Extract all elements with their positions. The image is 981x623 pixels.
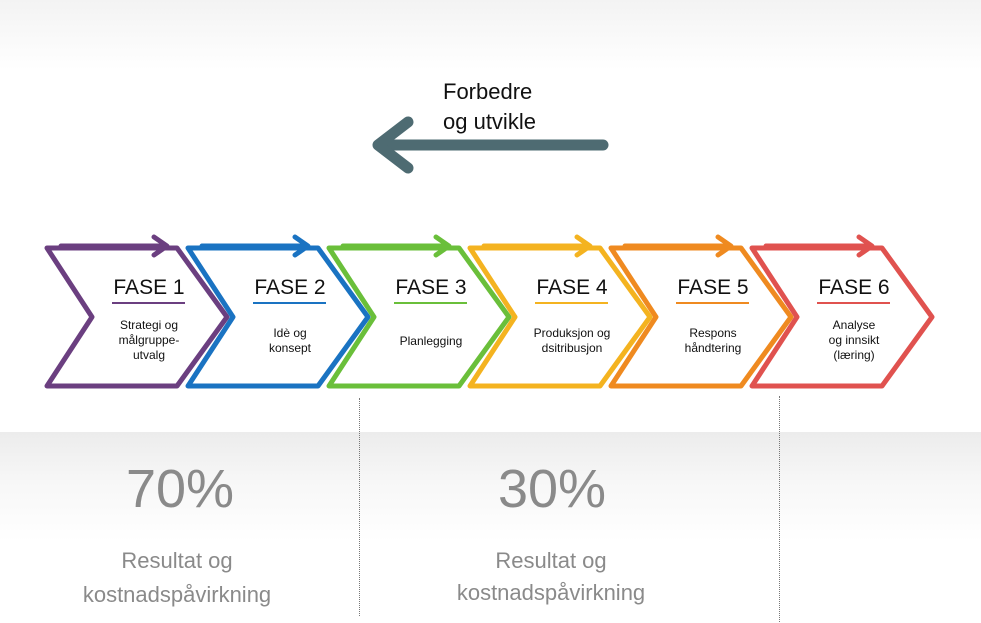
phase-2-title: FASE 2 bbox=[254, 276, 326, 299]
phase-1-description-line: Strategi og bbox=[119, 318, 179, 332]
left-percent: 70% bbox=[125, 459, 235, 519]
phase-4-title: FASE 4 bbox=[536, 276, 608, 299]
phase-6-arrow-icon bbox=[763, 234, 875, 258]
phase-1-title: FASE 1 bbox=[113, 276, 185, 299]
phase-4-description-line: Produksjon og bbox=[533, 326, 611, 340]
left-label-line2: kostnadspåvirkning bbox=[82, 582, 272, 607]
divider-line-right bbox=[779, 396, 780, 622]
phase-3-chevron bbox=[326, 234, 512, 389]
phase-5-chevron bbox=[608, 234, 794, 389]
phase-1-description-line: målgruppe- bbox=[118, 333, 180, 347]
phase-5-description-line: Respons bbox=[689, 326, 737, 340]
back-arrow-icon bbox=[372, 116, 609, 174]
bottom-background bbox=[0, 432, 981, 623]
right-label-line1: Resultat og bbox=[495, 548, 607, 573]
improve-label-line1: Forbedre bbox=[443, 79, 533, 104]
phase-2-arrow-icon bbox=[199, 234, 311, 258]
phase-5-title: FASE 5 bbox=[677, 276, 749, 299]
phase-3-title: FASE 3 bbox=[395, 276, 467, 299]
phase-6-description-line: og innsikt bbox=[828, 333, 880, 347]
phase-1-description-line: utvalg bbox=[132, 348, 166, 362]
divider-line-left bbox=[359, 398, 360, 616]
phase-4-chevron bbox=[467, 234, 653, 389]
phase-4-description-line: dsitribusjon bbox=[541, 341, 603, 355]
phase-5-arrow-icon bbox=[622, 234, 734, 258]
phase-2-description-line: konsept bbox=[268, 341, 312, 355]
improve-label-line2: og utvikle bbox=[443, 109, 536, 134]
left-label-line1: Resultat og bbox=[121, 548, 233, 573]
phase-2-description-line: Idè og bbox=[273, 326, 307, 340]
right-percent: 30% bbox=[497, 459, 607, 519]
phase-5-description-line: håndtering bbox=[684, 341, 742, 355]
phase-2-chevron bbox=[185, 234, 371, 389]
phase-3-description: Planlegging bbox=[371, 334, 491, 349]
phase-3-description-line: Planlegging bbox=[399, 334, 463, 348]
right-label-line2: kostnadspåvirkning bbox=[456, 580, 646, 605]
top-background bbox=[0, 0, 981, 432]
phase-3-arrow-icon bbox=[340, 234, 452, 258]
phase-4-arrow-icon bbox=[481, 234, 593, 258]
phase-6-description-line: Analyse bbox=[832, 318, 876, 332]
phase-6-chevron bbox=[749, 234, 935, 389]
phase-1-chevron bbox=[44, 234, 230, 389]
phase-6-description-line: (læring) bbox=[833, 348, 875, 362]
phase-6-title: FASE 6 bbox=[818, 276, 890, 299]
phase-1-arrow-icon bbox=[58, 234, 170, 258]
